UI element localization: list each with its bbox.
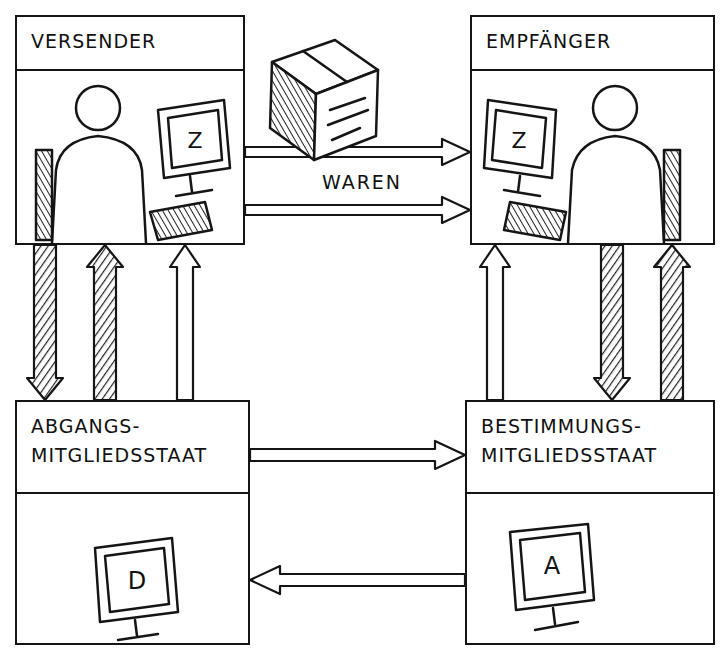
exchange-arrow [250, 441, 465, 469]
monitor [510, 524, 594, 610]
parcel-front [314, 70, 378, 160]
person-body [52, 136, 146, 243]
person-head [76, 86, 120, 130]
keyboard [150, 202, 212, 240]
exchange-arrow [245, 139, 470, 165]
monitor-stand [504, 176, 540, 196]
box-header: ABGANGS- MITGLIEDSSTAAT [17, 402, 248, 494]
keyboard [504, 202, 566, 240]
monitor-stand [118, 620, 158, 640]
monitor-screen [520, 533, 585, 600]
flow-arrow [480, 245, 510, 400]
box-header: EMPFÄNGER [472, 17, 713, 71]
party-box: ABGANGS- MITGLIEDSSTAAT [15, 400, 250, 645]
monitor-screen [492, 110, 546, 168]
monitor-screen [168, 110, 222, 168]
monitor-stand [535, 608, 578, 630]
person-body [568, 136, 664, 243]
parcel-tape [303, 51, 347, 82]
person-head [593, 86, 637, 130]
box-title: BESTIMMUNGS- MITGLIEDSSTAAT [481, 412, 701, 469]
flow-arrow [87, 245, 123, 400]
party-box: EMPFÄNGER [470, 15, 715, 245]
monitor [158, 100, 230, 178]
parcel-hatching [328, 98, 368, 140]
box-title: EMPFÄNGER [486, 27, 701, 56]
box-title: ABGANGS- MITGLIEDSSTAAT [31, 412, 236, 469]
exchange-arrow [245, 197, 470, 223]
box-header: BESTIMMUNGS- MITGLIEDSSTAAT [467, 402, 713, 494]
flow-arrow [654, 245, 690, 400]
monitor-stand [176, 176, 212, 196]
box-header: VERSENDER [17, 17, 243, 71]
flow-arrow [594, 245, 630, 400]
edge-label: WAREN [322, 171, 402, 193]
person-arm [36, 150, 52, 240]
monitor [484, 100, 556, 178]
box-title: VERSENDER [31, 27, 231, 56]
party-box: BESTIMMUNGS- MITGLIEDSSTAAT [465, 400, 715, 645]
party-box: VERSENDER [15, 15, 245, 245]
monitor [95, 538, 178, 622]
parcel-top [272, 40, 378, 94]
parcel-side [270, 62, 316, 160]
person-arm [664, 150, 680, 240]
flow-arrow [27, 245, 63, 400]
exchange-arrow [250, 566, 465, 594]
monitor-screen [105, 548, 169, 612]
flow-arrow [170, 245, 200, 400]
